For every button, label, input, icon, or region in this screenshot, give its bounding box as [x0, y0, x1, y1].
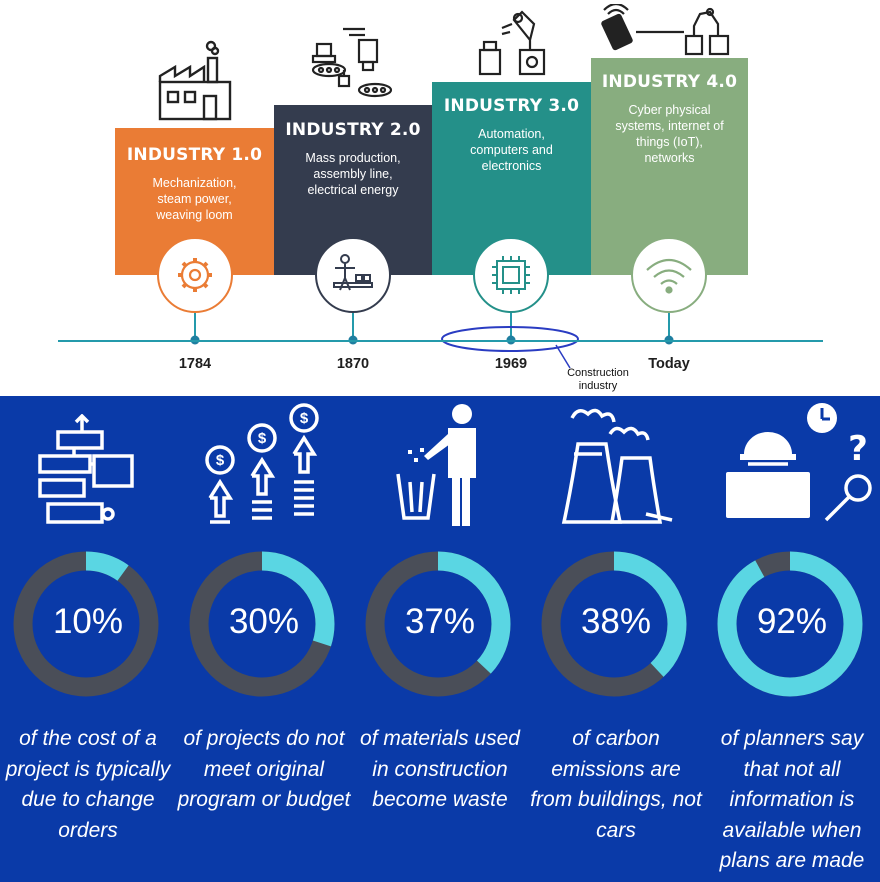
era-icon-circle [473, 237, 549, 313]
era-description: Automation, computers and electronics [470, 127, 553, 173]
power-plant-icon [561, 408, 673, 524]
year-label: 1870 [336, 356, 370, 372]
stat-column: 37% of materials used in construction be… [352, 396, 528, 882]
stat-column: 30% of projects do not meet original pro… [176, 396, 352, 882]
annotation-pointer [555, 344, 571, 369]
svg-text:?: ? [848, 429, 868, 469]
robot-arm-icon [478, 10, 546, 76]
stat-column: 92% of planners say that not all informa… [704, 396, 880, 882]
era-icon-circle [157, 237, 233, 313]
svg-text:$: $ [300, 410, 309, 427]
timeline-connectors [157, 237, 707, 369]
era-description: Mechanization, steam power, weaving loom [152, 176, 237, 222]
stat-percent: 10% [52, 602, 124, 641]
svg-text:$: $ [258, 430, 267, 447]
connected-robot-icon [601, 4, 730, 56]
era-title: INDUSTRY 3.0 [443, 96, 580, 116]
era-icon-circle [631, 237, 707, 313]
stat-percent: 37% [404, 602, 476, 641]
stat-caption: of materials used in construction become… [360, 727, 520, 811]
donut-value-arc [717, 551, 863, 697]
era-title: INDUSTRY 4.0 [601, 72, 738, 92]
stat-caption: of the cost of a project is typically du… [5, 727, 171, 842]
microchip-icon [492, 256, 530, 294]
construction-industry-annotation: Construction industry [567, 367, 629, 392]
production-machine-icon [311, 27, 393, 98]
construction-stats-panel: $ $ $ [0, 396, 880, 882]
era-title: INDUSTRY 1.0 [126, 145, 263, 165]
stat-donut [189, 551, 335, 697]
stat-percent: 30% [228, 602, 300, 641]
industry-timeline: INDUSTRY 1.0 Mechanization, steam power,… [0, 0, 880, 396]
era-description: Mass production, assembly line, electric… [305, 151, 401, 197]
factory-icon [158, 40, 232, 121]
svg-text:$: $ [216, 452, 225, 469]
stat-donut [541, 551, 687, 697]
donut-value-arc [189, 551, 335, 697]
era-title: INDUSTRY 2.0 [285, 120, 421, 140]
era-industry-3: INDUSTRY 3.0 Automation, computers and e… [432, 82, 591, 275]
assembly-worker-icon [333, 254, 373, 291]
stat-caption: of carbon emissions are from buildings, … [530, 727, 702, 842]
person-trash-icon [396, 404, 476, 526]
stat-column: 10% of the cost of a project is typicall… [0, 396, 176, 882]
era-description: Cyber physical systems, internet of thin… [615, 103, 724, 165]
donut-value-arc [365, 551, 511, 697]
stat-donut [717, 551, 863, 697]
stat-column: 38% of carbon emissions are from buildin… [528, 396, 704, 882]
stat-donut [13, 551, 159, 697]
planner-question-icon: ? [726, 403, 872, 522]
year-label: 1969 [494, 356, 528, 372]
stat-percent: 38% [580, 602, 652, 641]
money-growth-icon: $ $ $ [205, 403, 319, 524]
wifi-icon [646, 258, 692, 294]
year-label: 1784 [178, 356, 212, 372]
stat-caption: of projects do not meet original program… [177, 727, 351, 811]
flowchart-icon [38, 414, 134, 524]
donut-value-arc [541, 551, 687, 697]
gear-icon [178, 258, 212, 292]
annotation-ellipse [441, 326, 579, 352]
year-label: Today [648, 356, 690, 372]
donut-value-arc [13, 551, 159, 697]
stat-donut [365, 551, 511, 697]
era-icon-circle [315, 237, 391, 313]
stat-percent: 92% [756, 602, 828, 641]
timeline-axis [58, 340, 823, 342]
stat-caption: of planners say that not all information… [719, 727, 865, 872]
